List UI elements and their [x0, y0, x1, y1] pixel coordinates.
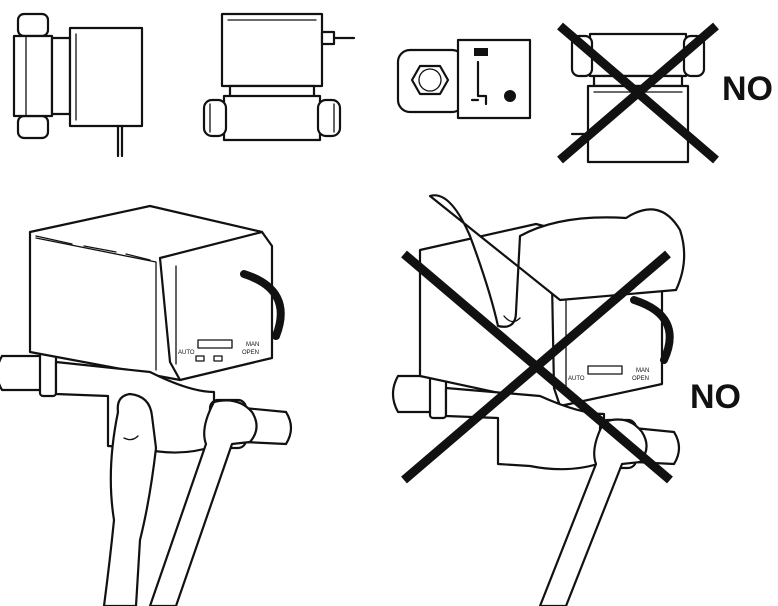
man-marking: MAN	[246, 342, 259, 348]
manual-lever-arrow-icon	[240, 270, 285, 340]
incorrect-tightening-illustration: AUTO MAN OPEN	[391, 194, 686, 606]
no-label-bottom: NO	[690, 378, 741, 416]
no-label-top: NO	[722, 70, 773, 108]
man-marking-2: MAN	[636, 368, 649, 374]
auto-marking: AUTO	[178, 350, 195, 356]
valve-side-view-correct-2	[202, 12, 356, 142]
valve-front-view-correct	[396, 38, 532, 120]
correct-tightening-illustration: AUTO MAN OPEN	[0, 204, 293, 606]
valve-side-view-correct-1	[12, 12, 144, 158]
open-marking: OPEN	[242, 350, 259, 356]
auto-marking-2: AUTO	[568, 376, 585, 382]
valve-inverted-forbidden	[557, 22, 719, 164]
open-marking-2: OPEN	[632, 376, 649, 382]
